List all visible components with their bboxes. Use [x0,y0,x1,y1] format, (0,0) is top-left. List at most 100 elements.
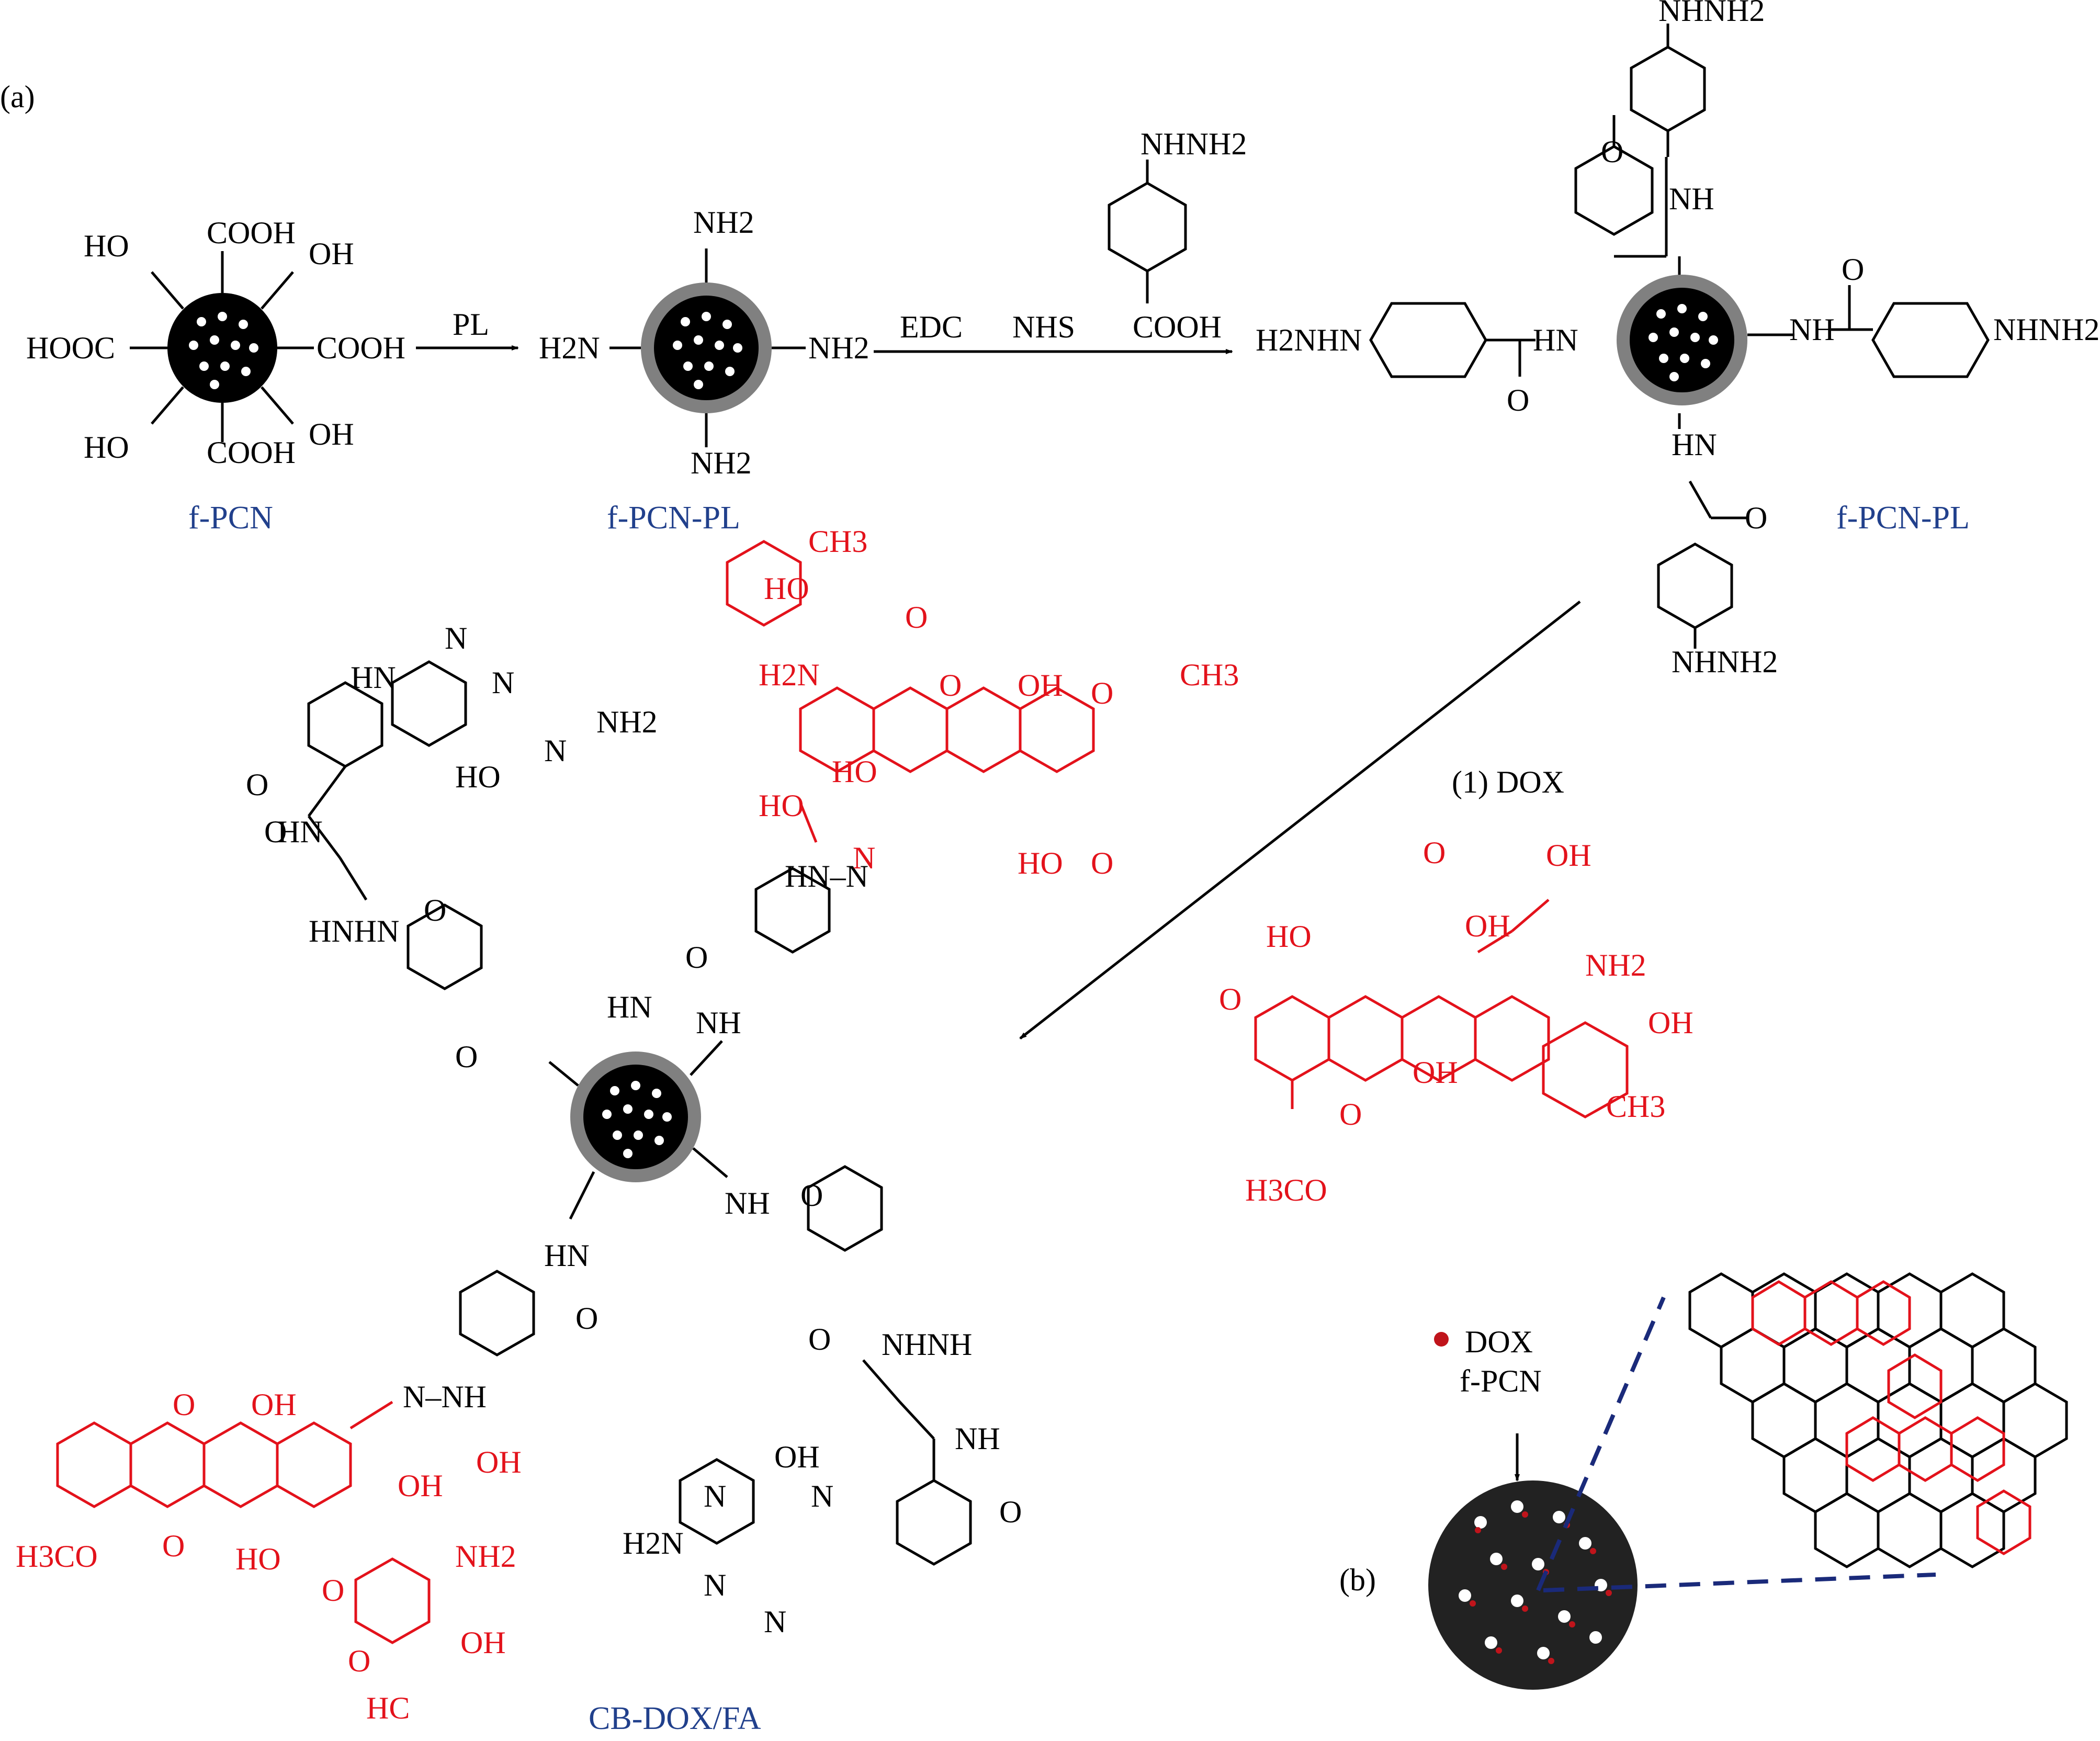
group-label: N–NH [403,1380,487,1414]
group-label: O [348,1644,370,1678]
group-label: HO [764,571,809,606]
group-label: HO [455,760,501,794]
group-label: NHNH2 [1993,312,2099,347]
group-label: HN–N [785,859,868,894]
group-label: NH2 [1585,948,1646,982]
cb-dox-fa-structure: HN O NH O NH O HN O NHNH HNHN O HN O O H… [16,524,1239,1725]
group-label: HO [832,754,877,789]
group-label: O [1091,676,1113,710]
group-label: O [999,1495,1022,1529]
group-label: O [455,1039,478,1074]
group-label: H2N [759,658,820,692]
group-label: OH [1018,668,1063,703]
group-label: CH3 [1180,658,1239,692]
group-label: HN [544,1238,590,1273]
group-label: HO [1266,919,1312,954]
carbon-dot-core [583,1065,688,1169]
group-label: HO [84,229,129,263]
reagent-dox-step: (1) DOX [1452,765,1564,799]
group-label: O [1745,501,1767,535]
group-label: N [544,733,567,768]
group-label: NH [1669,182,1714,216]
legend-dox: DOX [1465,1325,1533,1359]
group-label: NHNH [882,1327,972,1362]
group-label: H2NHN [1256,323,1362,357]
f-pcn-particle [1428,1480,1638,1690]
compound-name-f-pcn-pl-hydrazide: f-PCN-PL [1836,500,1970,536]
group-label: COOH [317,331,405,365]
dox-legend-marker [1434,1332,1449,1347]
group-label: NH [725,1186,770,1220]
group-label: OH [1546,838,1591,873]
panel-b-label: (b) [1339,1563,1376,1597]
compound-name-product: CB-DOX/FA [589,1701,761,1736]
group-label: HN [277,815,323,849]
group-label: HN [351,660,396,695]
group-label: O [575,1301,598,1336]
group-label: O [1219,982,1241,1016]
group-label: OH [309,236,354,271]
panel-b-illustration: DOX f-PCN [1428,1272,2068,1690]
group-label: NH2 [596,705,658,739]
group-label: O [905,600,928,635]
panel-a-label: (a) [0,80,35,114]
group-label: HOOC [26,331,115,365]
group-label: CH3 [808,524,867,559]
hydrazinobenzoic-acid-structure: NHNH2 COOH [1108,127,1247,344]
group-label: H2N [623,1526,684,1561]
group-label: O [173,1387,195,1422]
group-label: NH2 [693,205,754,240]
group-label: HN [1533,323,1578,357]
reagent-pl: PL [453,307,489,342]
group-label: N [764,1604,786,1639]
legend-fpcn: f-PCN [1460,1364,1542,1398]
group-label: O [1091,846,1113,880]
group-label: OH [1413,1055,1458,1090]
group-label: NH [1789,312,1835,347]
group-label: O [322,1573,344,1608]
group-label: HN [1672,427,1717,462]
group-label: O [1507,383,1529,417]
group-label: NHNH2 [1672,645,1778,679]
group-label: HC [366,1691,410,1725]
group-label: OH [251,1387,297,1422]
group-label: CH3 [1606,1089,1665,1124]
group-label: HN [607,990,652,1024]
graphene-sheet [1688,1272,2068,1568]
group-label: HO [1018,846,1063,880]
group-label: NHNH2 [1658,0,1765,28]
group-label: O [1339,1097,1362,1132]
group-label: N [492,665,514,700]
group-label: O [800,1178,823,1213]
carbon-dot-core [654,296,759,400]
group-label: COOH [1133,310,1222,344]
group-label: N [445,621,467,655]
group-label: O [264,815,287,849]
group-label: COOH [207,435,296,470]
group-label: N [811,1479,833,1513]
group-label: N [704,1479,726,1513]
group-label: OH [460,1625,506,1660]
group-label: O [1842,252,1864,287]
f-pcn-pl-amine-structure: NH2 H2N NH2 NH2 [539,205,870,480]
group-label: OH [398,1468,443,1503]
group-label: O [246,767,268,802]
group-label: O [808,1322,831,1356]
group-label: HO [84,430,129,465]
group-label: HNHN [309,914,399,948]
group-label: H2N [539,331,600,365]
f-pcn-pl-hydrazide-structure: NHNH2 O NH H2NHN O HN NH O NHNH2 HN O NH… [1256,0,2099,679]
group-label: COOH [207,216,296,250]
group-label: NH [696,1005,741,1040]
group-label: HO [759,788,804,823]
group-label: NH2 [455,1539,516,1574]
group-label: OH [1465,909,1510,943]
group-label: OH [309,417,354,451]
group-label: N [704,1568,726,1602]
group-label: OH [774,1440,820,1474]
reagent-nhs: NHS [1012,310,1075,344]
group-label: O [1601,134,1623,169]
group-label: HO [235,1542,281,1576]
compound-name-f-pcn-pl: f-PCN-PL [607,500,740,536]
